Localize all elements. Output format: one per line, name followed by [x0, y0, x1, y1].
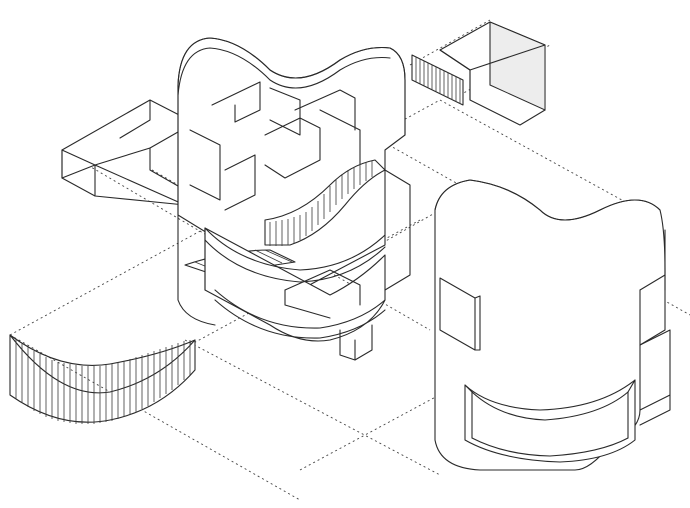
- top-right-box: [439, 21, 546, 126]
- top-slat-screen: [411, 54, 464, 106]
- curved-slat-screen: [9, 334, 196, 424]
- left-slab: [61, 99, 186, 206]
- right-tower: [434, 179, 671, 471]
- central-building-lower: [177, 169, 411, 361]
- screen-slats: [15, 339, 191, 424]
- central-building-upper: [177, 37, 406, 291]
